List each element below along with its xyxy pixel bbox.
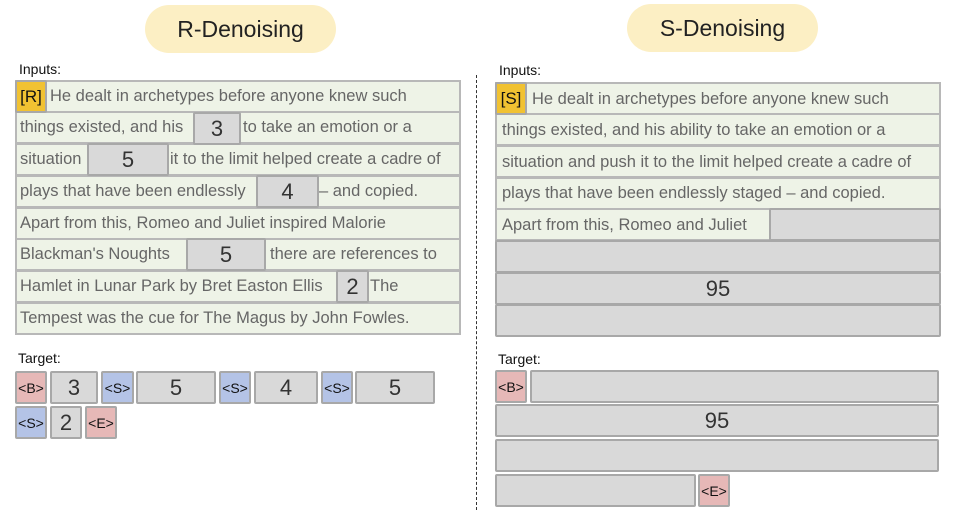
- target-span: 3: [50, 371, 98, 404]
- target-span: 95: [495, 404, 939, 437]
- target-span: 4: [254, 371, 318, 404]
- sentinel-begin: <B>: [15, 371, 47, 404]
- mask-span: 5: [186, 238, 266, 271]
- sentinel-end: <E>: [698, 474, 730, 507]
- sentinel-s: <S>: [321, 371, 353, 404]
- left-inputs-label: Inputs:: [19, 61, 62, 77]
- input-text: it to the limit helped create a cadre of: [170, 150, 441, 168]
- mask-span: 5: [87, 143, 169, 176]
- input-text: He dealt in archetypes before anyone kne…: [532, 90, 889, 108]
- input-text: things existed, and his: [20, 118, 184, 136]
- input-row: [15, 270, 461, 303]
- r-prefix-token: [R]: [15, 80, 47, 113]
- sentinel-end: <E>: [85, 406, 117, 439]
- input-row: [495, 145, 941, 178]
- mask-span: [769, 208, 941, 241]
- target-span: [495, 439, 939, 472]
- sentinel-s: <S>: [15, 406, 47, 439]
- input-text: things existed, and his ability to take …: [502, 121, 886, 139]
- target-span: 5: [136, 371, 216, 404]
- input-row: [15, 302, 461, 335]
- divider: [476, 75, 477, 510]
- mask-span: [495, 240, 941, 273]
- input-text: situation: [20, 150, 82, 168]
- mask-span: 4: [256, 175, 319, 208]
- target-span: [495, 474, 696, 507]
- sentinel-begin: <B>: [495, 370, 527, 403]
- mask-span: 95: [495, 272, 941, 305]
- right-inputs-box: [S] He dealt in archetypes before anyone…: [495, 82, 941, 337]
- input-text: – and copied.: [319, 182, 419, 200]
- input-text: Blackman's Noughts: [20, 245, 170, 263]
- right-inputs-label: Inputs:: [499, 62, 542, 78]
- mask-span: [495, 304, 941, 337]
- input-text: to take an emotion or a: [243, 118, 412, 136]
- sentinel-s: <S>: [101, 371, 134, 404]
- left-inputs-box: [R] He dealt in archetypes before anyone…: [15, 80, 461, 335]
- input-text: situation and push it to the limit helpe…: [502, 153, 912, 171]
- input-text: Apart from this, Romeo and Juliet: [502, 216, 747, 234]
- s-denoising-title: S-Denoising: [627, 4, 818, 52]
- input-text: Hamlet in Lunar Park by Bret Easton Elli…: [20, 277, 323, 295]
- mask-span: 3: [193, 112, 241, 145]
- input-text: plays that have been endlessly: [20, 182, 246, 200]
- right-target-label: Target:: [498, 351, 541, 367]
- r-denoising-title: R-Denoising: [145, 5, 336, 53]
- input-text: Tempest was the cue for The Magus by Joh…: [20, 309, 410, 327]
- left-target-label: Target:: [18, 350, 61, 366]
- input-text: Apart from this, Romeo and Juliet inspir…: [20, 214, 386, 232]
- target-span: 5: [355, 371, 435, 404]
- mask-span: 2: [336, 270, 369, 303]
- input-row: [15, 175, 461, 208]
- input-text: there are references to: [270, 245, 437, 263]
- input-text: plays that have been endlessly staged – …: [502, 184, 886, 202]
- target-span: 2: [50, 406, 82, 439]
- input-text: The: [370, 277, 399, 295]
- s-prefix-token: [S]: [495, 82, 527, 115]
- target-span: [530, 370, 939, 403]
- sentinel-s: <S>: [219, 371, 251, 404]
- input-text: He dealt in archetypes before anyone kne…: [50, 87, 407, 105]
